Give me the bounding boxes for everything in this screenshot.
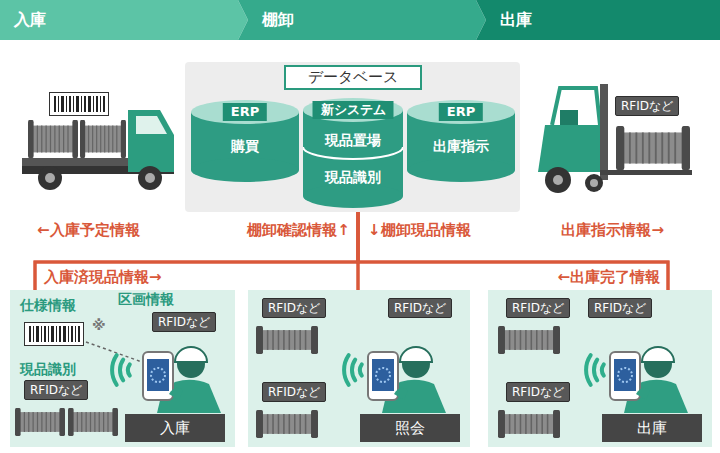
flow-label: 入庫済現品情報→ [42,267,164,287]
database-cylinder: ERP 購買 [191,100,299,182]
note-mark: ※ [92,316,106,334]
tag-label: RFIDなど [621,98,673,114]
flow-label: 出庫指示情報→ [559,220,666,240]
rfid-tag: RFIDなど [24,380,88,400]
tag-label: RFIDなど [268,384,320,400]
rfid-tag: RFIDなど [506,298,570,318]
flow-label: 棚卸確認情報↑ [245,220,352,240]
stage-band: 入庫 [0,0,248,40]
panel-title: データベース [284,65,422,90]
stage-band: 出庫 [476,0,720,40]
info-flow-line [358,212,668,290]
info-flow-line [35,212,358,290]
flow-label: ←入庫予定情報 [35,220,142,240]
tag-label: RFIDなど [30,382,82,398]
forklift [538,84,692,193]
band-chevron [476,0,720,40]
rfid-tag: RFIDなど [262,382,326,402]
tag-label: RFIDなど [268,300,320,316]
database-cylinder: ERP 出庫指示 [407,100,515,182]
operation-label: 入庫 [125,414,225,442]
info-label: 区画情報 [118,290,174,308]
operation-label: 出庫 [602,414,702,442]
rfid-tag: RFIDなど [615,96,679,116]
stage-band: 棚卸 [238,0,486,40]
stage-label: 棚卸 [262,10,294,31]
flow-label: ←出庫完了情報 [555,267,662,287]
stage-label: 入庫 [14,10,46,31]
stage-label: 出庫 [500,10,532,31]
info-label: 現品識別 [20,360,76,378]
rfid-tag: RFIDなど [588,298,652,318]
info-flow-line [35,212,358,290]
database-cylinder: 新システム現品置場現品識別 [303,98,403,208]
tag-label: RFIDなど [512,300,564,316]
band-chevron [0,0,248,40]
rfid-tag: RFIDなど [262,298,326,318]
system-label: ERP [439,103,483,121]
operation-panel: RFIDなど RFIDなど RFIDなど出庫 [488,290,712,447]
data-label: 出庫指示 [407,138,515,156]
tag-label: RFIDなど [394,300,446,316]
tag-label: RFIDなど [158,314,210,330]
data-label: 購買 [191,138,299,156]
system-label: ERP [223,103,267,121]
rfid-tag: RFIDなど [388,298,452,318]
operation-label: 照会 [360,414,460,442]
truck [22,93,174,191]
rfid-tag: RFIDなど [506,382,570,402]
band-chevron [238,0,486,40]
flow-label: ↓棚卸現品情報 [366,220,473,240]
tag-label: RFIDなど [512,384,564,400]
database-panel: ERP購買新システム現品置場現品識別ERP出庫指示データベース [185,62,520,212]
system-label: 新システム [313,101,394,119]
operation-panel: RFIDなど RFIDなど RFIDなど照会 [248,290,470,447]
rfid-tag: RFIDなど [152,312,216,332]
info-label: 仕様情報 [20,296,76,314]
info-flow-line [358,212,668,290]
data-label: 現品置場 [303,132,403,150]
data-label: 現品識別 [303,169,403,187]
tag-label: RFIDなど [594,300,646,316]
